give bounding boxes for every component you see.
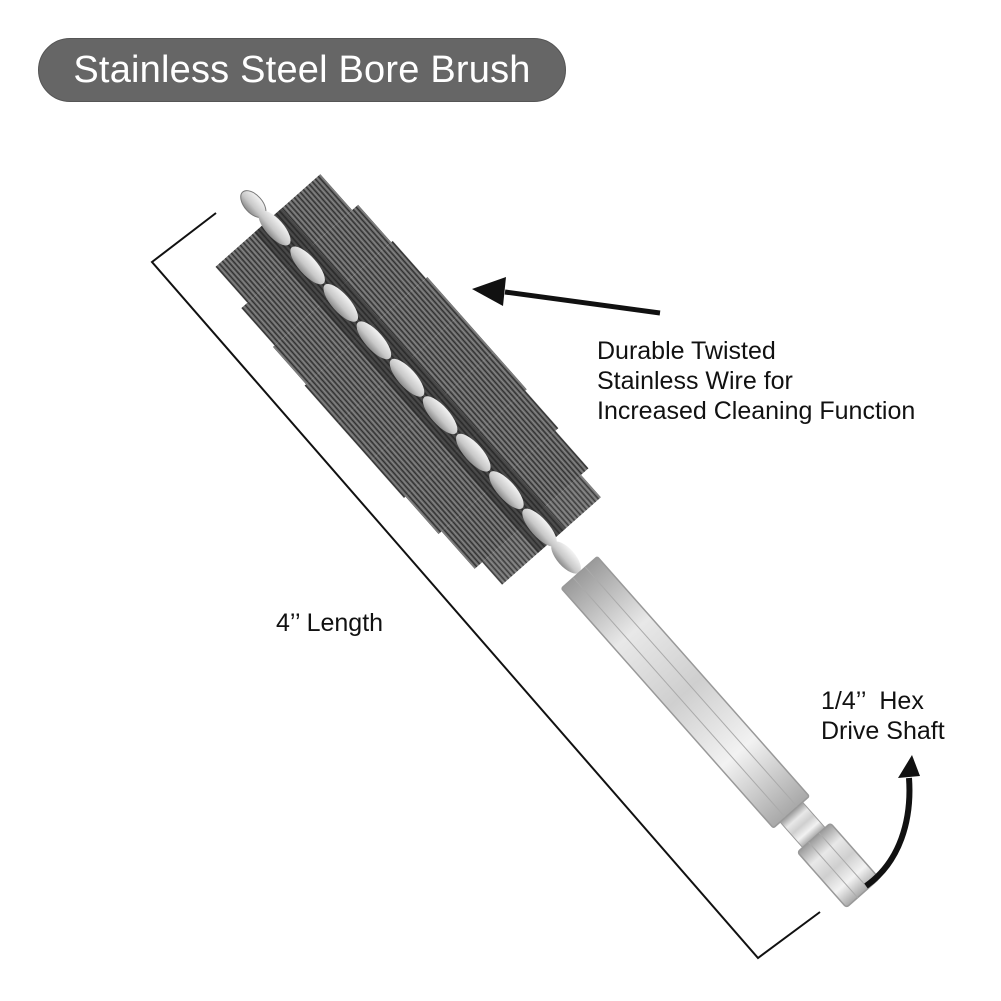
hex-drive-shaft [561,556,879,908]
length-label: 4’’ Length [276,609,384,637]
curved-arrow-up-icon [864,755,920,889]
shaft-callout-line-2: Drive Shaft [821,717,945,745]
wire-callout-line-1: Durable Twisted [597,337,776,365]
shaft-callout: 1/4’’ Hex Drive Shaft [821,686,945,746]
shaft-callout-line-1: 1/4’’ Hex [821,687,924,715]
straight-arrow-left-icon [472,277,661,316]
wire-callout-line-3: Increased Cleaning Function [597,397,916,425]
dimension-line [150,212,821,960]
wire-callout: Durable Twisted Stainless Wire for Incre… [597,336,915,426]
title-text: Stainless Steel Bore Brush [73,48,531,91]
title-badge: Stainless Steel Bore Brush [38,38,566,102]
twisted-wire-core [240,190,581,574]
wire-callout-line-2: Stainless Wire for [597,367,793,395]
